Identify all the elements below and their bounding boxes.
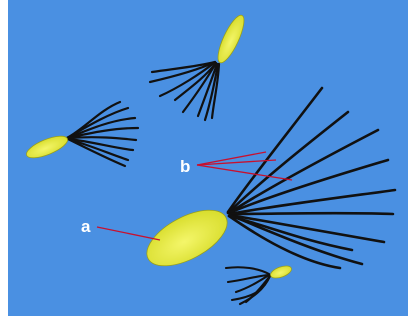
label-b: b (180, 157, 190, 176)
label-a: a (81, 217, 91, 236)
background-panel (8, 0, 408, 316)
